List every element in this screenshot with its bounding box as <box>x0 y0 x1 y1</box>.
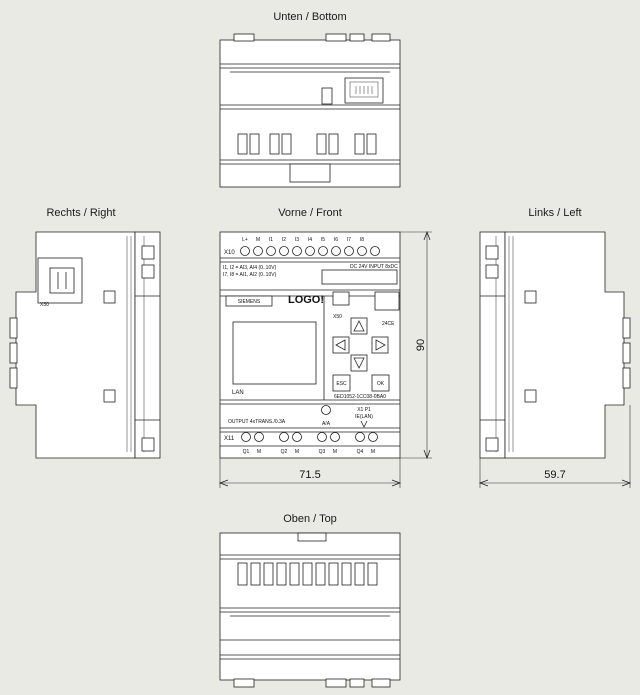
right-side-view: X30 <box>9 231 161 459</box>
terminal-label: Q1 <box>243 449 250 455</box>
terminal-labels-top: L+ M I1 I2 I3 I4 I5 I6 I7 I8 <box>242 237 364 243</box>
lcd-display <box>232 321 317 385</box>
top-view <box>219 532 401 688</box>
terminal-label: I6 <box>334 237 338 243</box>
terminal-screws-top <box>240 246 380 256</box>
terminal-group-bottom: X11 <box>224 436 235 442</box>
variant-label: 24CE <box>382 321 395 327</box>
port-sub-label: IE(LAN) <box>355 414 373 420</box>
status-led <box>321 405 331 415</box>
led-symbol: A/A <box>322 421 331 427</box>
brand-logo: SIEMENS <box>238 299 261 305</box>
terminal-label: I1 <box>269 237 273 243</box>
terminal-label: L+ <box>242 237 248 243</box>
view-label-front: Vorne / Front <box>278 207 342 219</box>
ok-key <box>371 374 390 392</box>
ok-key-label: OK <box>377 381 385 387</box>
port-label: X1 P1 <box>357 407 371 413</box>
terminal-screws-bottom <box>241 432 378 442</box>
right-side-connector-label: X30 <box>40 302 49 308</box>
terminal-label: I2 <box>282 237 286 243</box>
lan-label: LAN <box>232 390 244 396</box>
product-name: LOGO! <box>288 294 324 306</box>
terminal-label: M <box>256 237 260 243</box>
dimension-height: 90 <box>415 339 427 351</box>
terminal-label: I5 <box>321 237 325 243</box>
input-label: DC 24V INPUT 8xDC <box>350 264 398 270</box>
view-label-bottom: Unten / Bottom <box>273 11 346 23</box>
terminal-label: Q4 <box>357 449 364 455</box>
down-arrow-key <box>350 354 368 372</box>
terminal-label: I7 <box>347 237 351 243</box>
analog-note-2: I7, I8 = AI1, AI2 (0..10V) <box>223 272 277 278</box>
terminal-label: I4 <box>308 237 312 243</box>
view-label-right: Rechts / Right <box>46 207 115 219</box>
terminal-label: M <box>295 449 299 455</box>
terminal-label: M <box>257 449 261 455</box>
terminal-label: I3 <box>295 237 299 243</box>
keypad: ESC OK <box>332 317 390 392</box>
terminal-label: M <box>333 449 337 455</box>
esc-key-label: ESC <box>336 381 347 387</box>
front-view: X10 L+ M I1 I2 I3 I4 I5 I6 I7 I8 I1, I2 <box>218 230 432 488</box>
dimension-width: 71.5 <box>299 469 320 481</box>
order-number: 6ED1052-1CC08-0BA0 <box>334 394 386 400</box>
top-terminal-row <box>237 562 378 586</box>
port-arrow-icon <box>360 420 368 428</box>
dimension-depth: 59.7 <box>544 469 565 481</box>
esc-key <box>332 374 351 392</box>
view-label-left: Links / Left <box>528 207 581 219</box>
terminal-label: I8 <box>360 237 364 243</box>
output-label: OUTPUT 4xTRANS./0.3A <box>228 419 286 425</box>
terminal-label: Q2 <box>281 449 288 455</box>
view-label-top: Oben / Top <box>283 513 337 525</box>
terminal-group-top: X10 <box>224 250 235 256</box>
terminal-label: M <box>371 449 375 455</box>
left-side-view: 59.7 <box>478 231 632 488</box>
slot-label: X50 <box>333 314 342 320</box>
analog-note-1: I1, I2 = AI3, AI4 (0..10V) <box>223 265 277 271</box>
up-arrow-key <box>350 317 368 335</box>
bottom-view <box>219 33 401 188</box>
terminal-labels-bottom: Q1 M Q2 M Q3 M Q4 M <box>243 449 375 455</box>
terminal-label: Q3 <box>319 449 326 455</box>
